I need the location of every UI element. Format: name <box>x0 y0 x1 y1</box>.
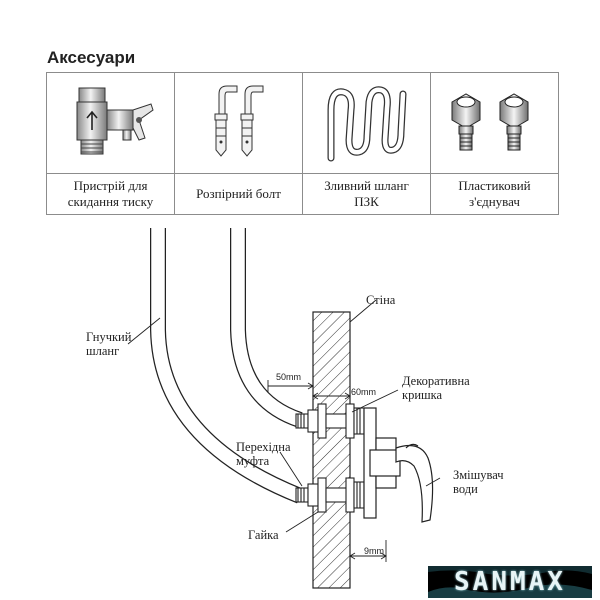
lower-fitting <box>295 477 365 513</box>
upper-fitting <box>295 403 365 439</box>
dimension-50mm: 50mm <box>276 372 302 382</box>
flexible-hose-lower <box>150 228 303 504</box>
label-adapter-coupling: Перехідна муфта <box>236 440 291 468</box>
brand-name: SANMAX <box>454 567 566 597</box>
plastic-connectors-icon <box>451 93 528 151</box>
accessory-label-valve: Пристрій для скидання тиску <box>46 173 175 215</box>
accessory-cell-connectors <box>430 72 559 174</box>
expansion-bolts-icon <box>214 85 263 157</box>
water-mixer <box>363 407 434 523</box>
dimension-lines <box>267 380 387 562</box>
flexible-hose-upper <box>230 228 303 428</box>
accessory-label-connectors: Пластиковий з'єднувач <box>430 173 559 215</box>
accessory-label-bolts: Розпірний болт <box>174 173 303 215</box>
wall-section <box>312 311 351 589</box>
accessory-label-hose: Зливний шланг ПЗК <box>302 173 431 215</box>
label-decorative-cover: Декоративна кришка <box>402 374 470 402</box>
leader-lines <box>127 299 441 533</box>
dimension-60mm: 60mm <box>351 387 377 397</box>
label-water-mixer: Змішувач води <box>453 468 504 496</box>
label-flexible-hose: Гнучкий шланг <box>86 330 132 358</box>
accessories-table: Пристрій для скидання тиску Розпірний бо… <box>46 72 559 215</box>
accessory-cell-hose <box>302 72 431 174</box>
splash-decoration <box>428 566 592 598</box>
drain-hose-icon <box>327 86 406 162</box>
dimension-9mm: 9mm <box>364 546 384 556</box>
pressure-relief-valve-icon <box>76 87 154 155</box>
accessory-cell-valve <box>46 72 175 174</box>
brand-logo: SANMAX <box>428 566 592 598</box>
label-wall: Стіна <box>366 293 396 307</box>
section-title: Аксесуари <box>47 48 136 67</box>
label-nut: Гайка <box>248 528 279 542</box>
